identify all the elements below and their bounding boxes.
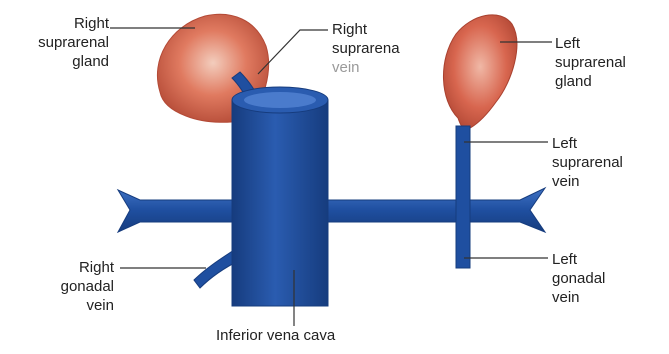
label-right-suprarenal-vein: Right suprarena vein [332,20,400,77]
label-inferior-vena-cava: Inferior vena cava [216,326,335,345]
left-suprarenal-gonadal-vein [456,126,470,268]
inferior-vena-cava-lumen [244,92,316,108]
label-left-gonadal-vein: Left gonadal vein [552,250,605,307]
label-right-suprarenal-gland: Right suprarenal gland [38,14,109,71]
label-left-suprarenal-gland: Left suprarenal gland [555,34,626,91]
left-suprarenal-gland [443,15,516,130]
label-left-suprarenal-vein: Left suprarenal vein [552,134,623,191]
renal-vein [118,188,545,232]
inferior-vena-cava [232,100,328,306]
label-right-gonadal-vein: Right gonadal vein [61,258,114,315]
